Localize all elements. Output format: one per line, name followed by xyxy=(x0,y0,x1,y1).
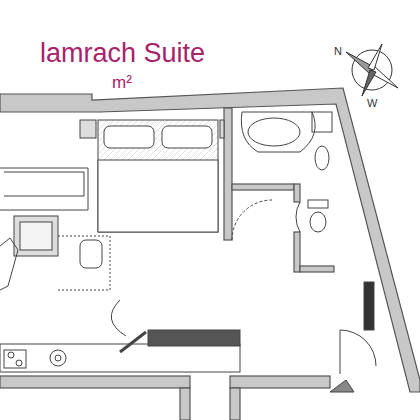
furniture xyxy=(0,112,376,392)
compass-letter: W xyxy=(367,98,377,109)
compass-rose xyxy=(346,44,398,96)
area-label: m² xyxy=(112,74,132,91)
plan-title: lamrach Suite xyxy=(40,40,205,67)
compass-letter: N xyxy=(334,46,342,57)
walls xyxy=(0,88,420,420)
